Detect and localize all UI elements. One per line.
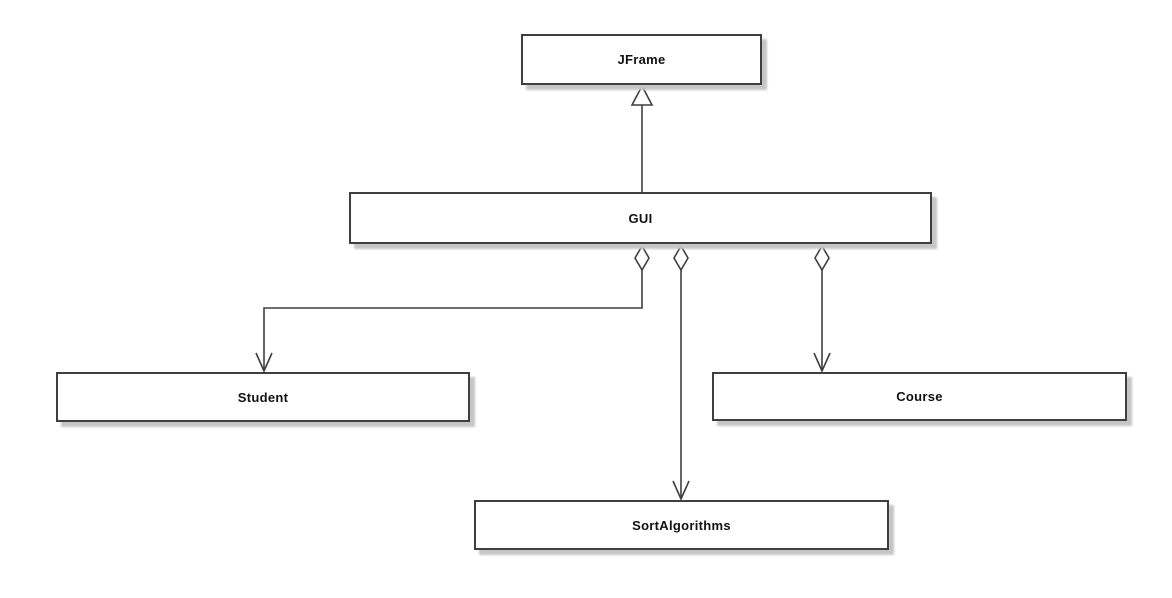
aggregation-gui-to-sortalgorithms bbox=[672, 244, 690, 501]
class-box-gui[interactable]: GUI bbox=[349, 192, 932, 244]
class-name-label: Course bbox=[896, 389, 943, 404]
aggregation-gui-to-student bbox=[255, 244, 650, 373]
class-box-student[interactable]: Student bbox=[56, 372, 470, 422]
open-arrowhead bbox=[255, 352, 273, 373]
hollow-triangle-arrowhead bbox=[630, 84, 654, 106]
aggregation-gui-to-course bbox=[813, 244, 831, 373]
open-arrowhead bbox=[813, 352, 831, 373]
hollow-diamond bbox=[673, 244, 689, 272]
generalization-gui-to-jframe bbox=[630, 84, 654, 192]
class-box-course[interactable]: Course bbox=[712, 372, 1127, 421]
class-name-label: JFrame bbox=[617, 52, 666, 67]
hollow-diamond bbox=[634, 244, 650, 272]
hollow-diamond bbox=[814, 244, 830, 272]
class-name-label: SortAlgorithms bbox=[632, 517, 731, 533]
class-name-label: Student bbox=[237, 389, 289, 405]
class-box-jframe[interactable]: JFrame bbox=[521, 34, 762, 85]
open-arrowhead bbox=[672, 480, 690, 501]
class-name-label: GUI bbox=[628, 210, 653, 226]
class-box-sortalgorithms[interactable]: SortAlgorithms bbox=[474, 500, 889, 550]
